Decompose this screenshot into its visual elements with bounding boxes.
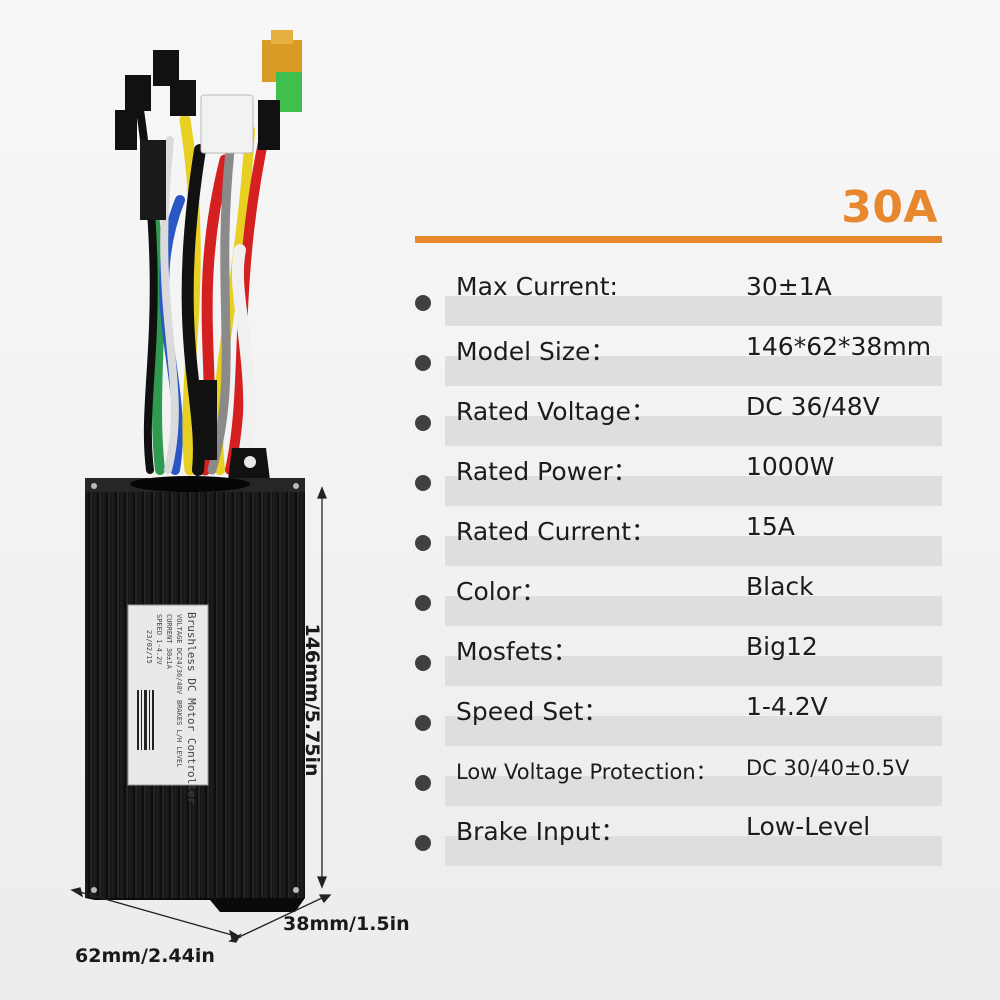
bullet-dot [415,415,431,431]
bullet-dot [415,835,431,851]
headline-rule [415,236,942,243]
spec-row: Max Current: 30±1A [0,270,1000,330]
bullet-dot [415,595,431,611]
spec-label: Color： [456,577,547,606]
spec-row: Model Size： 146*62*38mm [0,330,1000,390]
spec-row-bar [445,716,942,746]
spec-label: Speed Set： [456,697,609,726]
spec-row: Rated Power： 1000W [0,450,1000,510]
spec-value: 30±1A [746,272,832,301]
spec-row-bar [445,296,942,326]
spec-label: Rated Current： [456,517,657,546]
controller-product-image [70,30,332,943]
spec-label: Rated Voltage： [456,397,656,426]
spec-label: Model Size： [456,337,616,366]
spec-row: Mosfets： Big12 [0,630,1000,690]
spec-row-bar [445,656,942,686]
bullet-dot [415,475,431,491]
spec-row: Speed Set： 1-4.2V [0,690,1000,750]
depth-dimension-label: 38mm/1.5in [283,913,410,935]
spec-row: Low Voltage Protection： DC 30/40±0.5V [0,750,1000,810]
spec-row-bar [445,536,942,566]
bullet-dot [415,715,431,731]
spec-row: Rated Voltage： DC 36/48V [0,390,1000,450]
spec-row: Color： Black [0,570,1000,630]
dimension-arrows [70,486,332,943]
spec-row-bar [445,596,942,626]
spec-row-bar [445,416,942,446]
bullet-dot [415,655,431,671]
connectors [115,30,302,460]
spec-label: Mosfets： [456,637,578,666]
spec-label: Low Voltage Protection： [456,760,717,784]
spec-value: DC 30/40±0.5V [746,756,910,780]
spec-label: Rated Power： [456,457,638,486]
current-rating-headline: 30A [841,182,938,233]
spec-row-bar [445,836,942,866]
width-dimension-label: 62mm/2.44in [75,945,215,967]
spec-label: Max Current: [456,272,618,301]
spec-row-bar [445,476,942,506]
spec-row: Rated Current： 15A [0,510,1000,570]
spec-value: 146*62*38mm [746,332,932,361]
spec-value: DC 36/48V [746,392,880,421]
spec-value: Low-Level [746,812,871,841]
spec-value: Big12 [746,632,818,661]
spec-row-bar [445,356,942,386]
bullet-dot [415,355,431,371]
spec-row-bar [445,776,942,806]
spec-value: 1-4.2V [746,692,828,721]
spec-value: 15A [746,512,795,541]
bullet-dot [415,295,431,311]
housing-sticker [127,604,209,786]
spec-row: Brake Input： Low-Level [0,810,1000,870]
spec-label: Brake Input： [456,817,626,846]
bullet-dot [415,535,431,551]
spec-value: Black [746,572,814,601]
spec-value: 1000W [746,452,835,481]
bullet-dot [415,775,431,791]
